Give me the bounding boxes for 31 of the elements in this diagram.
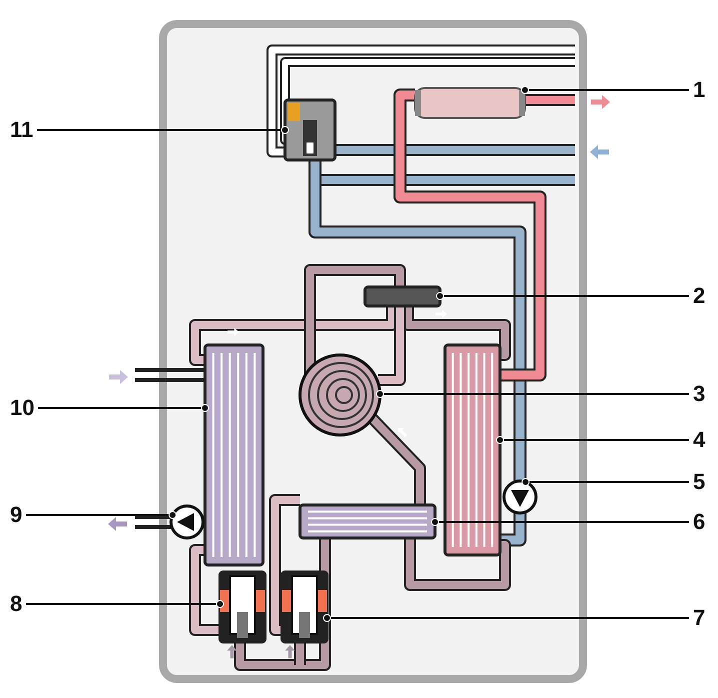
component-drawing: [204, 344, 264, 566]
component-drawing: [280, 570, 328, 644]
callout-number: 5: [693, 470, 706, 494]
leader-line: [323, 614, 689, 622]
leader-line: [37, 126, 289, 134]
callout-number: 8: [10, 592, 22, 616]
leader-line: [431, 518, 689, 526]
leader-line: [522, 478, 689, 486]
leader-line: [436, 292, 689, 300]
component-drawing: [444, 344, 502, 556]
callout-number: 11: [10, 118, 34, 142]
component-drawing: [298, 504, 436, 540]
leader-line: [26, 600, 224, 608]
leader-line: [521, 86, 689, 94]
component-drawing: [414, 87, 526, 119]
leader-line: [38, 404, 209, 412]
callout-number: 10: [10, 396, 34, 420]
callout-number: 2: [693, 284, 706, 308]
component-drawing: [284, 98, 336, 162]
callout-number: 1: [693, 78, 706, 102]
callout-number: 4: [693, 428, 706, 452]
callout-number: 6: [693, 510, 706, 534]
leader-line: [496, 436, 689, 444]
leader-line: [26, 511, 177, 519]
component-drawing: [364, 286, 442, 308]
leader-line: [376, 390, 689, 398]
callout-number: 7: [693, 606, 706, 630]
callout-number: 9: [10, 503, 22, 527]
component-drawing: [218, 570, 266, 644]
callout-number: 3: [693, 382, 706, 406]
component-drawing: [298, 354, 382, 436]
